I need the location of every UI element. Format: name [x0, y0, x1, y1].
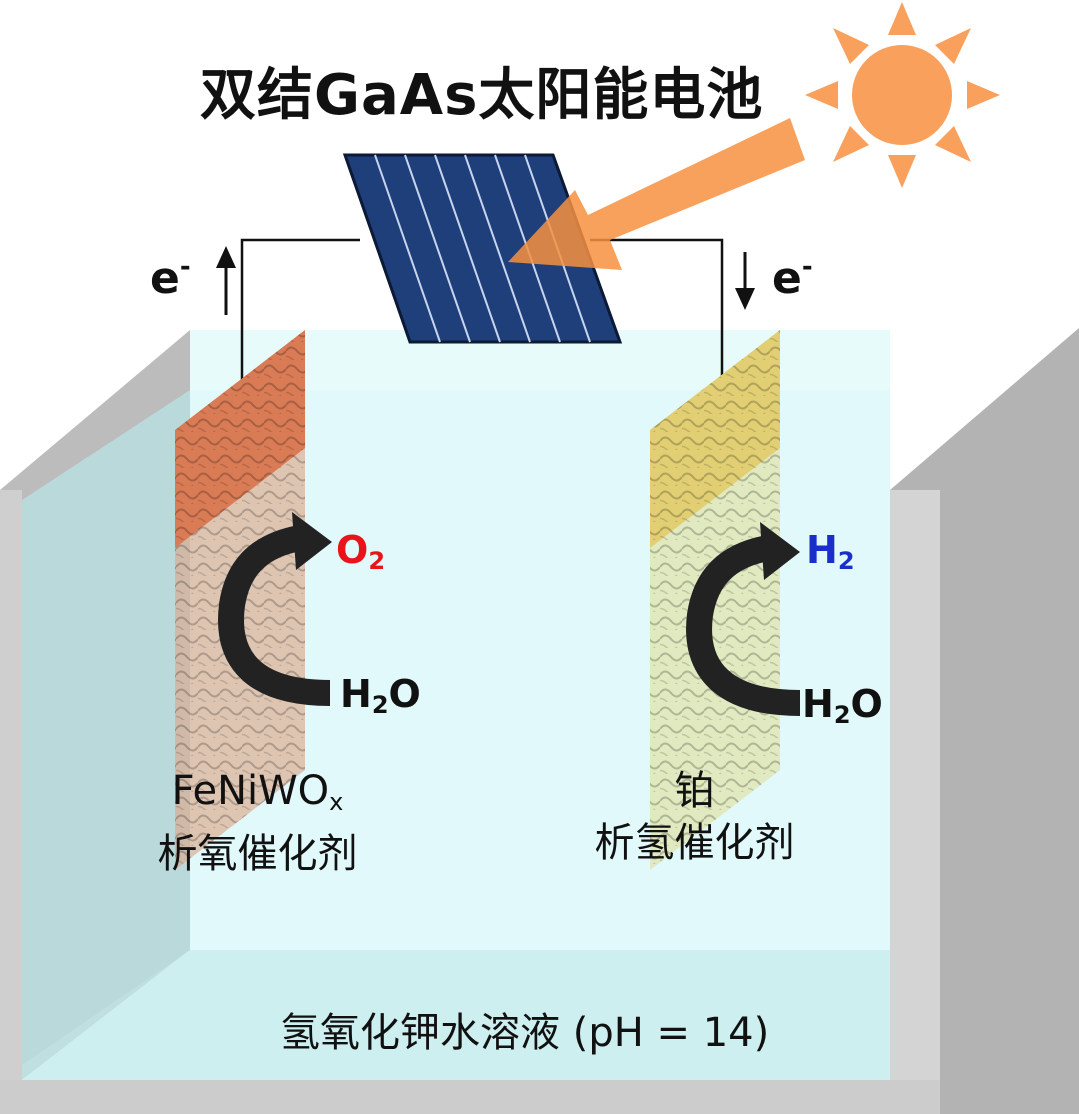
tank-left-wall-front [0, 490, 22, 1080]
cathode-water-label: H2O [802, 682, 883, 729]
sun-icon [805, 2, 1000, 188]
anode-catalyst-label: FeNiWOx 析氧催化剂 [135, 765, 380, 880]
tank-right-wall-edge [890, 490, 940, 1114]
electron-label-left: e- [150, 252, 191, 304]
tank-front-rim [0, 1080, 940, 1114]
wire-right [590, 238, 724, 385]
anode-catalyst-role: 析氧催化剂 [157, 831, 358, 877]
electrolyte-label: 氢氧化钾水溶液 (pH = 14) [280, 1010, 770, 1056]
electron-label-right: e- [772, 252, 813, 304]
electron-down-arrow [735, 252, 755, 310]
wire-left [240, 238, 360, 385]
hydrogen-product-label: H2 [806, 528, 855, 575]
circuit-wires [240, 238, 724, 385]
cathode-reaction-arrow [686, 522, 801, 716]
anode-catalyst-name: FeNiWOx [171, 768, 344, 816]
sunlight-arrow [508, 118, 805, 270]
oxygen-product-label: O2 [336, 528, 386, 575]
water-bottom [22, 950, 890, 1080]
anode-water-label: H2O [340, 672, 421, 719]
cathode-catalyst-name: 铂 [674, 768, 715, 814]
diagram-title: 双结GaAs太阳能电池 [200, 63, 764, 128]
cathode-catalyst-role: 析氢催化剂 [594, 820, 795, 866]
water-left [22, 390, 190, 1080]
solar-panel [342, 153, 623, 344]
electron-up-arrow [216, 246, 236, 315]
anode-reaction-arrow [218, 512, 332, 706]
cathode-catalyst-label: 铂 析氢催化剂 [572, 765, 817, 869]
